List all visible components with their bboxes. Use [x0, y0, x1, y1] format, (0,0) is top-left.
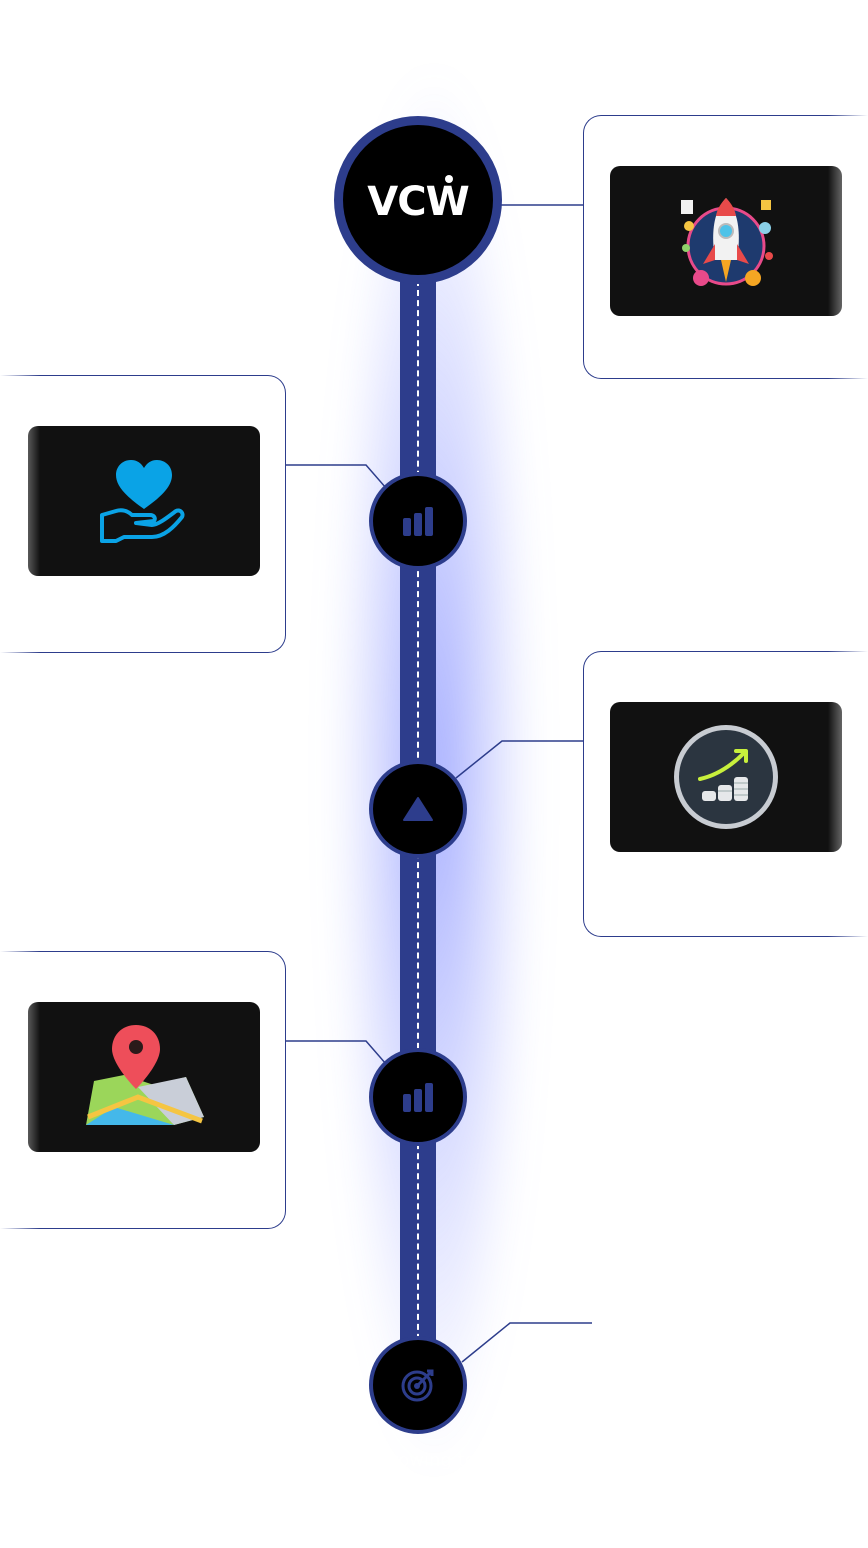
triangle-up-icon [403, 797, 433, 821]
vcw-logo: VCW [334, 116, 502, 284]
rocket-startup-illustration [681, 198, 773, 286]
timeline-node-3[interactable] [369, 1048, 467, 1146]
timeline-node-2[interactable] [369, 760, 467, 858]
target-icon [401, 1369, 434, 1402]
heart-in-hand-icon [100, 460, 185, 543]
bar-chart-icon [403, 1083, 433, 1112]
card-3-thumbnail [610, 702, 842, 852]
timeline-card-4[interactable] [0, 950, 286, 1230]
map-pin-icon [86, 1025, 204, 1125]
footer-subline: Big Level [382, 1490, 486, 1514]
timeline-card-2[interactable] [0, 374, 286, 654]
logo-text: VCW [367, 179, 468, 225]
timeline-card-1[interactable] [583, 114, 868, 380]
card-1-thumbnail [610, 166, 842, 316]
card-4-thumbnail [28, 1002, 260, 1152]
vcw-logo-mark: VCW [367, 175, 470, 225]
timeline-card-3[interactable] [583, 650, 868, 938]
coin-growth-icon [674, 725, 778, 829]
timeline-node-1[interactable] [369, 472, 467, 570]
bar-chart-icon [403, 507, 433, 536]
timeline-node-4[interactable] [369, 1336, 467, 1434]
footer-headline: We are growing to the next [311, 1450, 557, 1471]
card-2-thumbnail [28, 426, 260, 576]
